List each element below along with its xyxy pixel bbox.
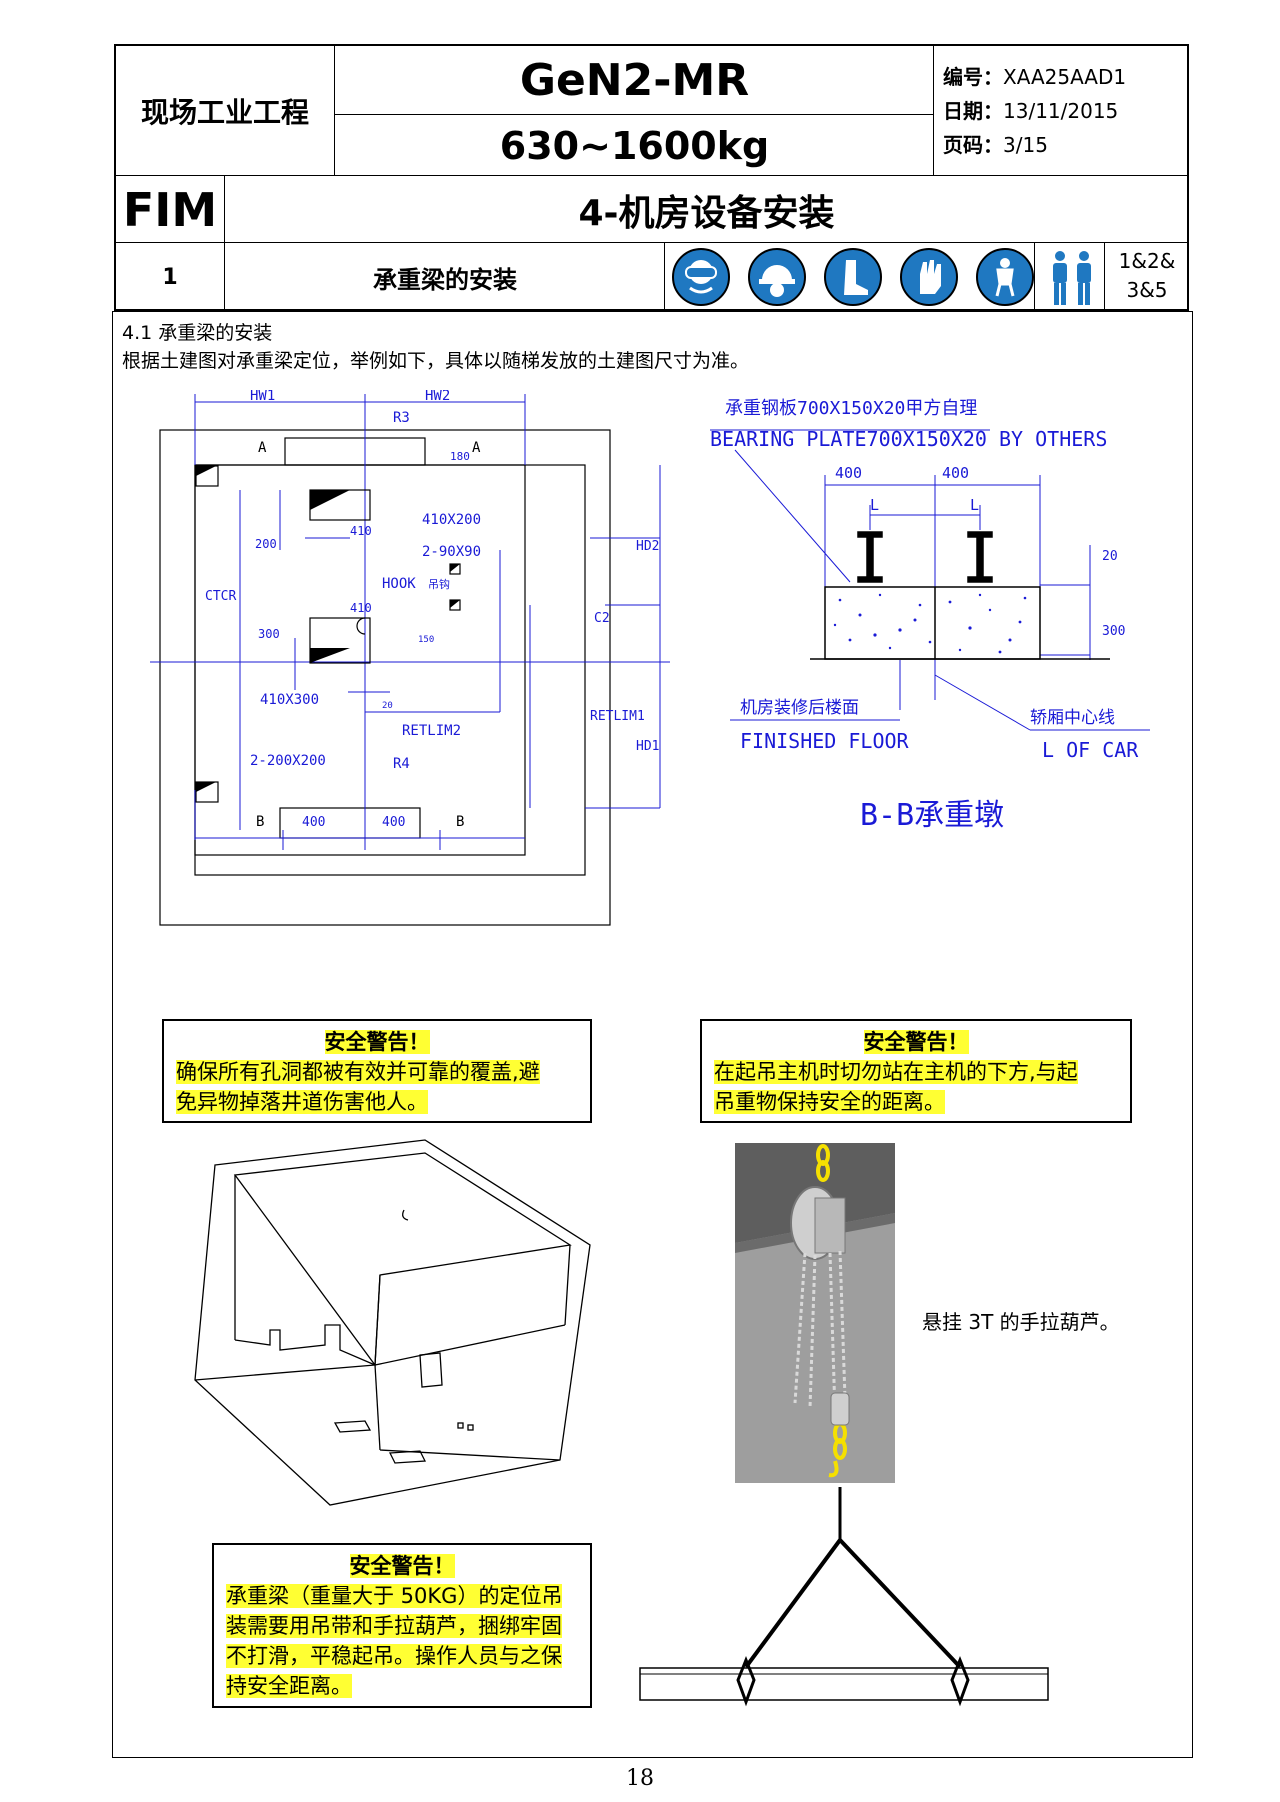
label-200: 200 bbox=[255, 537, 277, 551]
company-name: 现场工业工程 bbox=[140, 95, 309, 129]
header-vline-6 bbox=[1104, 242, 1105, 311]
label-r3: R3 bbox=[393, 410, 410, 426]
label-hd1: HD1 bbox=[636, 739, 659, 754]
label-20: 20 bbox=[382, 701, 393, 711]
label-b-left: B bbox=[256, 814, 264, 830]
label-410x200: 410X200 bbox=[422, 512, 481, 528]
warning-title: 安全警告！ bbox=[324, 1030, 430, 1054]
doc-date-row: 日期：13/11/2015 bbox=[943, 99, 1119, 123]
warning-line: 在起吊主机时切勿站在主机的下方,与起 bbox=[714, 1060, 1078, 1084]
label-retlim1: RETLIM1 bbox=[590, 709, 645, 724]
label-c2: C2 bbox=[594, 611, 610, 626]
doc-info: 编号：XAA25AAD1 日期：13/11/2015 页码：3/15 bbox=[943, 60, 1126, 162]
doc-page-row: 页码：3/15 bbox=[943, 133, 1048, 157]
step-number: 1 bbox=[162, 265, 178, 290]
plate-cn-label: 承重钢板700X150X20甲方自理 bbox=[725, 398, 977, 419]
label-150: 150 bbox=[418, 635, 434, 645]
persons-count: 1&2& 3&5 bbox=[1118, 249, 1176, 302]
intro-text: 根据土建图对承重梁定位，举例如下，具体以随梯发放的土建图尺寸为准。 bbox=[122, 350, 750, 372]
plate-en-label: BEARING PLATE700X150X20 BY OTHERS bbox=[710, 427, 1107, 451]
label-400a: 400 bbox=[302, 815, 325, 830]
label-hd2: HD2 bbox=[636, 539, 659, 554]
header-frame bbox=[114, 44, 1189, 311]
header-divider-1 bbox=[114, 175, 1189, 176]
header-vline-3 bbox=[224, 175, 225, 311]
label-hook-cn: 吊钩 bbox=[428, 577, 450, 591]
product-name: GeN2-MR bbox=[519, 54, 750, 106]
warning-box-holes: 安全警告！ 确保所有孔洞都被有效并可靠的覆盖,避 免异物掉落井道伤害他人。 bbox=[162, 1019, 592, 1123]
floor-cn-label: 机房装修后楼面 bbox=[740, 698, 859, 718]
warning-box-lifting: 安全警告！ 在起吊主机时切勿站在主机的下方,与起 吊重物保持安全的距离。 bbox=[700, 1019, 1132, 1123]
car-en-label: L OF CAR bbox=[1042, 738, 1139, 762]
label-410a: 410 bbox=[350, 524, 372, 538]
label-300: 300 bbox=[258, 627, 280, 641]
dim-300: 300 bbox=[1102, 624, 1125, 639]
chain-hoist-photo bbox=[735, 1143, 895, 1483]
header-vline-2 bbox=[933, 44, 934, 175]
warning-title: 安全警告！ bbox=[863, 1030, 969, 1054]
warning-box-beam: 安全警告！ 承重梁（重量大于 50KG）的定位吊 装需要用吊带和手拉葫芦，捆绑牢… bbox=[212, 1543, 592, 1708]
label-2-90x90: 2-90X90 bbox=[422, 544, 481, 560]
warning-line: 装需要用吊带和手拉葫芦，捆绑牢固 bbox=[226, 1614, 562, 1638]
warning-line: 承重梁（重量大于 50KG）的定位吊 bbox=[226, 1584, 563, 1608]
dim-l-a: L bbox=[870, 496, 879, 514]
header-vline-5 bbox=[1034, 242, 1035, 311]
hoist-caption: 悬挂 3T 的手拉葫芦。 bbox=[922, 1310, 1120, 1334]
header-vline-4 bbox=[664, 242, 665, 311]
doc-number-row: 编号：XAA25AAD1 bbox=[943, 65, 1127, 89]
warning-line: 免异物掉落井道伤害他人。 bbox=[176, 1090, 428, 1114]
warning-line: 不打滑，平稳起吊。操作人员与之保 bbox=[226, 1644, 562, 1668]
fim-label: FIM bbox=[122, 182, 218, 237]
label-410b: 410 bbox=[350, 601, 372, 615]
label-hook: HOOK bbox=[382, 576, 416, 592]
car-cn-label: 轿厢中心线 bbox=[1030, 708, 1115, 728]
dim-l-b: L bbox=[970, 496, 979, 514]
label-a-right: A bbox=[472, 440, 481, 456]
capacity-range: 630~1600kg bbox=[499, 123, 770, 168]
label-hw2: HW2 bbox=[425, 390, 450, 404]
label-retlim2: RETLIM2 bbox=[402, 723, 461, 739]
floor-en-label: FINISHED FLOOR bbox=[740, 729, 910, 753]
label-400b: 400 bbox=[382, 815, 405, 830]
warning-line: 吊重物保持安全的距离。 bbox=[714, 1090, 945, 1114]
warning-line: 确保所有孔洞都被有效并可靠的覆盖,避 bbox=[176, 1060, 540, 1084]
product-divider bbox=[334, 114, 933, 115]
label-180: 180 bbox=[450, 450, 470, 463]
label-410x300: 410X300 bbox=[260, 692, 319, 708]
warning-line: 持安全距离。 bbox=[226, 1674, 352, 1698]
goggles-icon bbox=[672, 248, 730, 306]
page-number: 18 bbox=[626, 1766, 654, 1791]
label-2-200x200: 2-200X200 bbox=[250, 753, 326, 769]
section-title-label: B-B承重墩 bbox=[860, 798, 1004, 833]
helmet-icon bbox=[748, 248, 806, 306]
dim-400b: 400 bbox=[942, 464, 969, 482]
label-ctcr: CTCR bbox=[205, 589, 236, 604]
two-persons-icon bbox=[1044, 248, 1100, 308]
harness-icon bbox=[976, 248, 1034, 306]
section-title: 4-机房设备安装 bbox=[578, 192, 835, 234]
step-title: 承重梁的安装 bbox=[373, 266, 517, 294]
warning-title: 安全警告！ bbox=[349, 1554, 455, 1578]
dim-20: 20 bbox=[1102, 549, 1118, 564]
label-b-right: B bbox=[456, 814, 464, 830]
safety-boots-icon bbox=[824, 248, 882, 306]
label-hw1: HW1 bbox=[250, 390, 275, 404]
content-frame bbox=[112, 311, 1193, 1758]
header-vline-1 bbox=[334, 44, 335, 175]
intro-heading: 4.1 承重梁的安装 bbox=[122, 322, 273, 344]
section-bb-drawing: 承重钢板700X150X20甲方自理 BEARING PLATE700X150X… bbox=[710, 398, 1150, 833]
machine-room-isometric bbox=[194, 1139, 591, 1506]
machine-room-plan: HW1 HW2 R3 A A 180 410X200 200 410 2-90X… bbox=[150, 390, 670, 926]
label-r4: R4 bbox=[393, 756, 410, 772]
gloves-icon bbox=[900, 248, 958, 306]
beam-sling-diagram bbox=[639, 1487, 1049, 1707]
label-a-left: A bbox=[258, 440, 267, 456]
dim-400a: 400 bbox=[835, 464, 862, 482]
header-divider-2 bbox=[114, 242, 1189, 243]
